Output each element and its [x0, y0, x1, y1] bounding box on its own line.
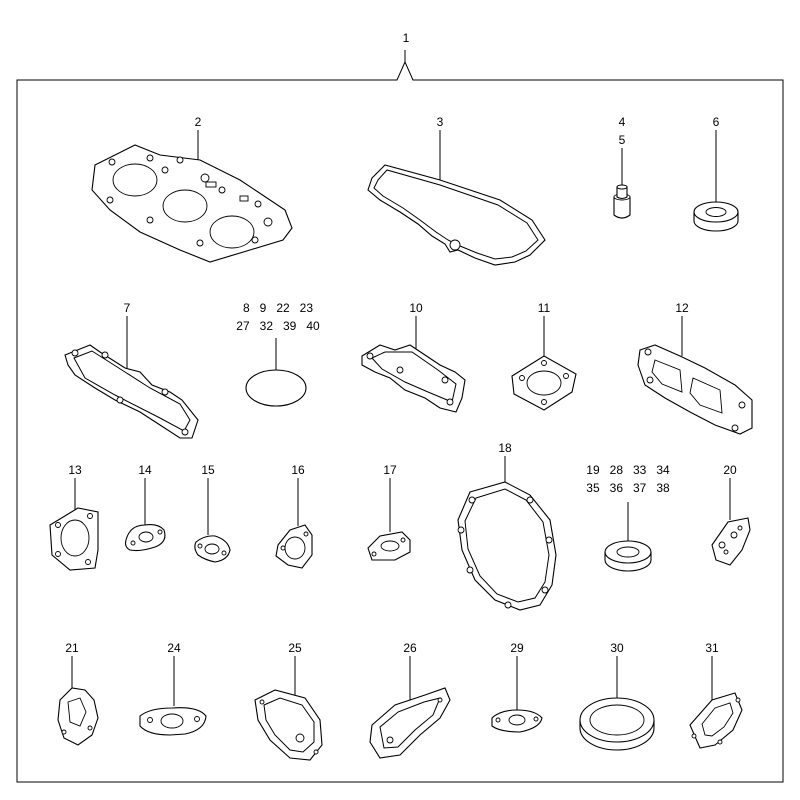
- part-20-gasket: [711, 478, 751, 566]
- callout-2: 2: [195, 115, 202, 129]
- callout-7: 7: [124, 301, 131, 315]
- part-31-gasket: [689, 656, 743, 749]
- part-19-seal-ring: [604, 502, 652, 572]
- part-8-o-ring: [245, 338, 307, 407]
- part-14-gasket: [124, 478, 166, 552]
- callout-26: 26: [403, 641, 417, 655]
- part-6-seal-ring: [693, 130, 739, 232]
- part-10-exhaust-gasket: [361, 316, 466, 413]
- part-11-flange-gasket: [511, 316, 577, 411]
- callout-12: 12: [675, 301, 689, 315]
- part-2-head-gasket: [91, 130, 293, 263]
- callout-8-row1: 8 9 22 23: [243, 301, 313, 315]
- callout-6: 6: [713, 115, 720, 129]
- callout-24: 24: [167, 641, 181, 655]
- part-7-manifold-gasket: [64, 316, 199, 439]
- callout-25: 25: [288, 641, 302, 655]
- part-21-gasket: [57, 656, 99, 746]
- part-12-port-gasket: [637, 316, 753, 435]
- callout-15: 15: [201, 463, 215, 477]
- part-3-valve-cover-gasket: [367, 130, 546, 266]
- part-17-gasket: [367, 478, 411, 561]
- part-13-gasket: [49, 478, 99, 571]
- part-30-seal-ring: [579, 656, 655, 751]
- callout-29: 29: [510, 641, 524, 655]
- part-18-cover-gasket: [457, 456, 557, 611]
- callout-16: 16: [291, 463, 305, 477]
- kit-frame: [16, 60, 784, 783]
- callout-4: 4: [619, 115, 626, 129]
- callout-19-row2: 35 36 37 38: [586, 481, 670, 495]
- callout-3: 3: [437, 115, 444, 129]
- part-16-gasket: [275, 478, 313, 569]
- callout-11: 11: [538, 301, 551, 315]
- part-26-gasket: [369, 656, 451, 759]
- callout-14: 14: [138, 463, 152, 477]
- callout-10: 10: [409, 301, 423, 315]
- callout-17: 17: [383, 463, 397, 477]
- callout-5: 5: [619, 133, 626, 147]
- callout-20: 20: [723, 463, 737, 477]
- callout-13: 13: [68, 463, 82, 477]
- part-4-5-valve-stem-seal: [613, 148, 631, 219]
- part-15-gasket: [194, 478, 231, 563]
- callout-19-row1: 19 28 33 34: [586, 463, 670, 477]
- callout-31: 31: [705, 641, 719, 655]
- callout-8-row2: 27 32 39 40: [236, 319, 320, 333]
- callout-18: 18: [498, 441, 512, 455]
- kit-callout-label: 1: [403, 31, 410, 45]
- callout-21: 21: [65, 641, 79, 655]
- part-24-gasket: [139, 656, 207, 736]
- part-29-gasket: [491, 656, 543, 733]
- part-25-gasket: [254, 656, 323, 761]
- callout-30: 30: [610, 641, 624, 655]
